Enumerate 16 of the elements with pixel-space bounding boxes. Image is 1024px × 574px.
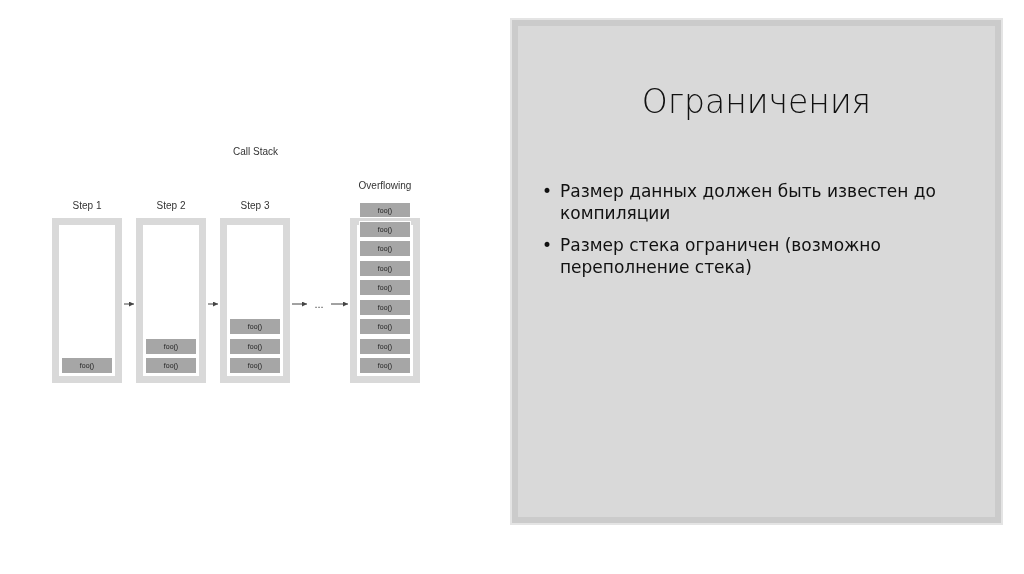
ellipsis-text: ... (309, 296, 329, 312)
bullet-marker: • (542, 180, 554, 203)
arrow (123, 301, 135, 307)
arrow (291, 301, 308, 307)
figure-caption: Call Stack (233, 146, 278, 157)
stack-heading: Step 2 (155, 200, 187, 211)
slide-panel (510, 18, 1003, 525)
stack-heading: Overflowing (357, 180, 413, 191)
bullet-marker: • (542, 234, 554, 258)
slide-title: Ограничения (640, 82, 873, 121)
stack-heading: Step 3 (239, 200, 271, 211)
arrow (330, 301, 349, 307)
bullet-text: Размер данных должен быть известен до компиляции (560, 180, 937, 225)
stack-heading: Step 1 (71, 200, 103, 211)
bullet-text: Размер стека ограничен (возможно переполнение стека) (560, 234, 882, 279)
arrow (207, 301, 219, 307)
